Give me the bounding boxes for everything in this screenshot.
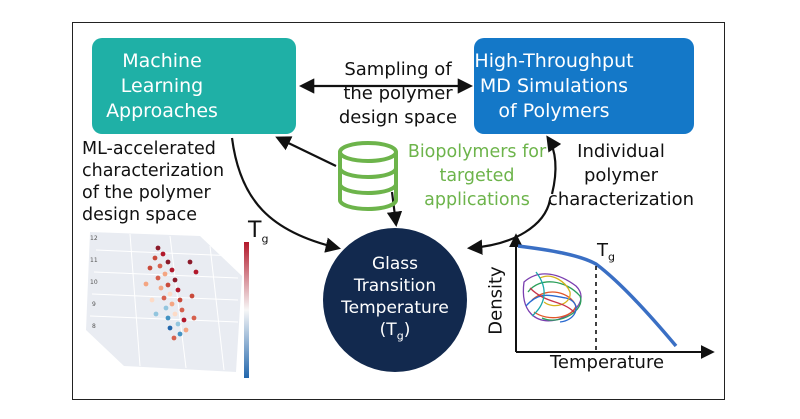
individual-line2: polymer (583, 165, 659, 186)
individual-line1: Individual (577, 141, 665, 162)
figure-frame (72, 22, 725, 400)
ml-accel-line2: characterization (82, 161, 225, 181)
plot-tg-label: Tg (597, 240, 615, 264)
md-box-line2: MD Simulations (479, 74, 629, 97)
glass-line4: (Tg) (335, 319, 455, 347)
tg-colorbar (244, 242, 249, 378)
scatter-tg-base: T (248, 218, 262, 243)
plot-tg-sub: g (608, 250, 615, 264)
bio-line1: Biopolymers for (407, 142, 547, 162)
svg-text:11: 11 (90, 257, 98, 264)
ml-approaches-box: Machine Learning Approaches (92, 38, 296, 134)
glass-line2: Transition (353, 275, 437, 296)
density-curve (517, 244, 678, 348)
glass-transition-circle: Glass Transition Temperature (Tg) (323, 228, 467, 372)
svg-text:12: 12 (90, 235, 98, 242)
density-plot (509, 233, 715, 359)
ml-box-line3: Approaches (106, 99, 218, 122)
sampling-label: Sampling of the polymer design space (318, 58, 478, 130)
plot-tg-base: T (597, 240, 608, 261)
svg-text:9: 9 (92, 301, 96, 308)
sampling-line1: Sampling of (344, 59, 452, 80)
density-axis-label: Density (485, 266, 507, 335)
svg-text:10: 10 (90, 279, 98, 286)
sampling-line2: the polymer (343, 83, 453, 104)
polymer-blob-icon (522, 271, 582, 323)
ml-to-tg-arrow (230, 137, 341, 253)
bio-line3: applications (424, 190, 530, 210)
glass-line1: Glass (371, 253, 419, 274)
md-box-line3: of Polymers (498, 99, 610, 122)
bio-to-md-arrow (546, 135, 562, 195)
scatter-tg-label: Tg (248, 218, 268, 245)
glass-line3: Temperature (341, 297, 449, 318)
md-box-title: High-Throughput MD Simulations of Polyme… (474, 49, 634, 124)
svg-text:8: 8 (92, 323, 96, 330)
bio-line2: targeted (439, 166, 515, 186)
ml-box-line1: Machine (122, 49, 202, 72)
bio-to-tg-arrow (386, 191, 403, 228)
database-icon (338, 141, 398, 211)
temperature-axis-label: Temperature (550, 352, 665, 373)
glass-transition-text: Glass Transition Temperature (Tg) (335, 253, 455, 347)
ml-accel-line3: of the polymer (82, 183, 211, 203)
biopolymers-label: Biopolymers for targeted applications (398, 140, 556, 212)
scatter-tg-sub: g (261, 232, 269, 246)
md-to-tg-arrow (466, 199, 552, 255)
individual-characterization-label: Individual polymer characterization (536, 140, 706, 212)
bio-to-ml-arrow (275, 136, 337, 167)
sampling-line3: design space (338, 107, 458, 128)
ml-accel-line1: ML-accelerated (82, 139, 216, 159)
ml-accel-line4: design space (82, 205, 197, 225)
ml-accelerated-label: ML-accelerated characterization of the p… (82, 138, 240, 226)
md-box-line1: High-Throughput (474, 49, 634, 72)
glass-line4-base: (T (379, 319, 397, 340)
scatter-points (143, 245, 199, 341)
ml-box-line2: Learning (120, 74, 204, 97)
glass-line4-end: ) (403, 319, 411, 340)
glass-line4-sub: g (396, 329, 404, 343)
ml-box-title: Machine Learning Approaches (92, 49, 232, 124)
md-simulations-box: High-Throughput MD Simulations of Polyme… (474, 38, 694, 134)
individual-line3: characterization (547, 189, 695, 210)
scatter-3d-plot: 12 11 10 9 8 (86, 232, 249, 378)
